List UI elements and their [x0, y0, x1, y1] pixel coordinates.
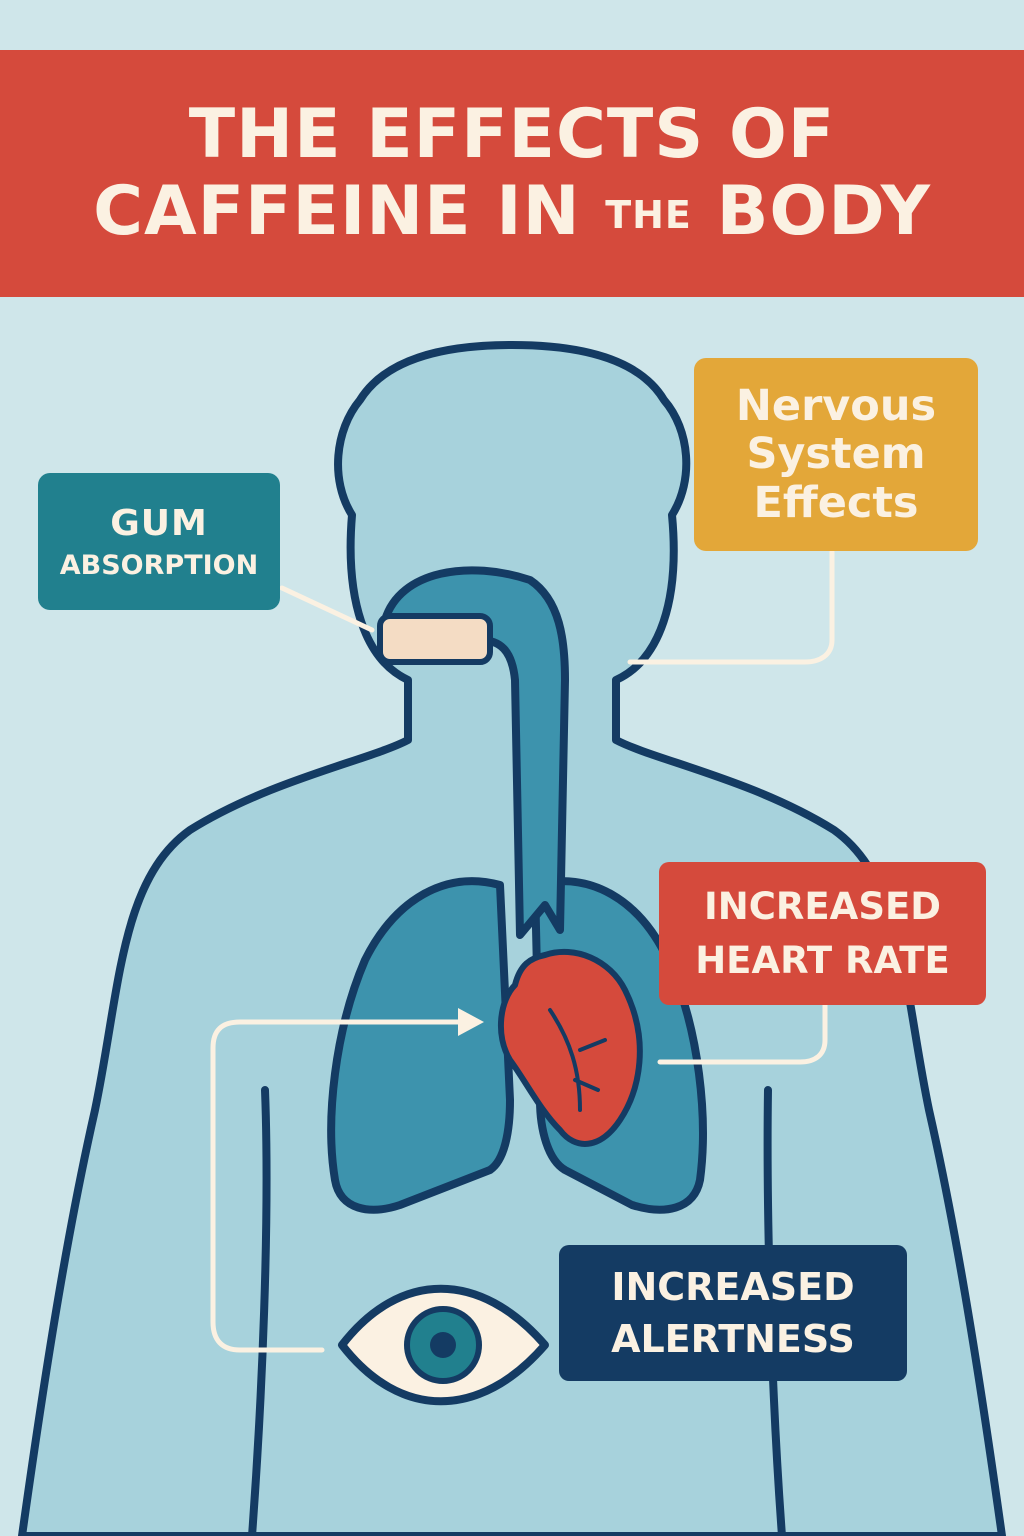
title-part-caffeine: CAFFEINE IN: [93, 171, 581, 251]
title-line-2: CAFFEINE IN THE BODY: [93, 171, 931, 251]
nervous-label-line-1: Nervous: [735, 381, 937, 432]
gum-icon: [377, 613, 493, 665]
heart-icon: [497, 948, 643, 1147]
connector-alertness: [210, 1019, 465, 1353]
gum-label-line-1: GUM: [110, 502, 208, 544]
connector-nervous: [627, 549, 835, 665]
connector-heart: [657, 1002, 828, 1065]
arrow-icon: [458, 1008, 484, 1036]
title-part-body: BODY: [716, 171, 931, 251]
heart-label-line-1: INCREASED: [704, 884, 941, 928]
title-line-1: THE EFFECTS OF: [188, 95, 836, 175]
heart-rate-label: INCREASED HEART RATE: [659, 862, 986, 1005]
alert-label-line-1: INCREASED: [611, 1264, 855, 1309]
nervous-label-line-3: Effects: [753, 477, 919, 528]
alert-label-line-2: ALERTNESS: [611, 1317, 855, 1361]
title-banner: THE EFFECTS OF CAFFEINE IN THE BODY: [0, 50, 1024, 297]
esophagus-icon: [381, 566, 569, 939]
heart-label-line-2: HEART RATE: [695, 938, 950, 982]
alertness-label: INCREASED ALERTNESS: [559, 1245, 907, 1381]
gum-label-line-2: ABSORPTION: [59, 549, 259, 581]
gum-absorption-label: GUM ABSORPTION: [38, 473, 280, 610]
title-part-the: THE: [605, 192, 692, 237]
connector-gum: [279, 585, 375, 633]
nervous-system-label: Nervous System Effects: [694, 358, 978, 551]
nervous-label-line-2: System: [746, 429, 926, 480]
eye-icon: [338, 1284, 549, 1406]
